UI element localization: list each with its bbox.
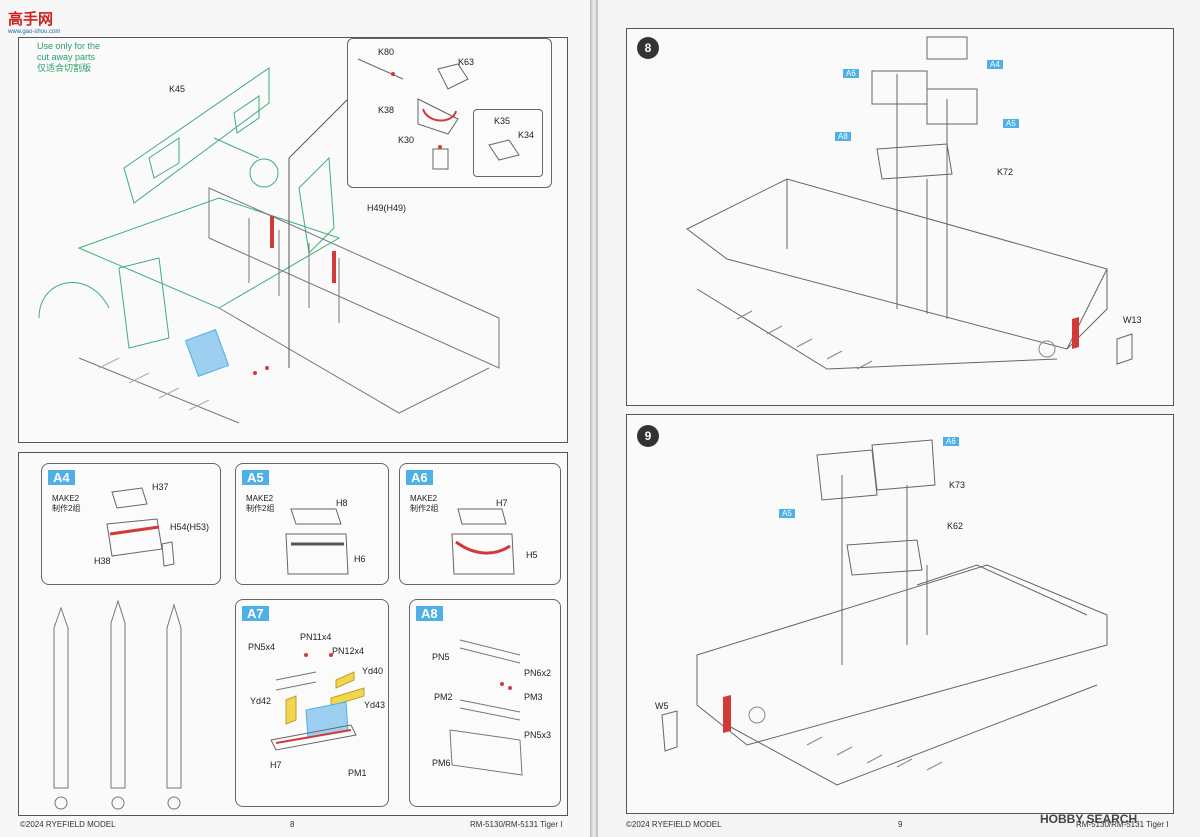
detail-callout-k30: K80 K63 K38 K30 K35 K34 [347,38,552,188]
detail-k35-drawing [488,139,520,161]
a4-part-h37: H37 [152,482,169,492]
site-logo-url: www.gao-shou.com [8,29,61,35]
step-8-tag-a8: A8 [835,132,851,141]
a8-drawing [449,639,523,776]
a7-part-yd42: Yd42 [250,696,272,706]
step-9-number: 9 [637,425,659,447]
note-line-1: Use only for the [37,41,101,51]
subassembly-frame: A4 MAKE2 制作2组 H37 H54(H53) H38 A5 MAKE2 … [18,452,568,816]
a7-part-h7: H7 [270,760,282,770]
detail-callout-k35: K35 K34 [473,109,543,177]
label-k80: K80 [378,47,395,57]
detail-k30-drawing [357,58,469,170]
cutaway-hull-drawing [38,67,500,424]
a4-make: MAKE2 [52,494,80,503]
a8-part-pn6: PN6x2 [524,668,552,678]
label-k34: K34 [518,130,535,140]
right-footer-page-number: 9 [898,820,903,829]
a8-part-pm6: PM6 [432,758,451,768]
a6-drawing [451,508,515,575]
a5-make-cn: 制作2组 [246,504,275,513]
a5-drawing [285,508,349,575]
left-footer-page-number: 8 [290,820,295,829]
a8-part-pn5: PN5 [432,652,450,662]
note-line-3: 仅适合切割版 [37,63,92,73]
a7-part-pm1: PM1 [348,768,367,778]
a5-make-note: MAKE2 制作2组 [246,494,274,514]
a6-part-h5: H5 [526,550,538,560]
subassembly-a4: A4 MAKE2 制作2组 H37 H54(H53) H38 [41,463,221,585]
a4-make-cn: 制作2组 [52,504,81,513]
a6-make-cn: 制作2组 [410,504,439,513]
a6-title: A6 [406,470,433,485]
a4-part-h54: H54(H53) [170,522,210,532]
a6-make: MAKE2 [410,494,438,503]
a7-part-yd43: Yd43 [364,700,386,710]
a6-part-h7: H7 [496,498,508,508]
right-manual-page: 8 A4 A6 A5 A8 K72 W13 9 [598,0,1200,837]
step-8-number: 8 [637,37,659,59]
label-h49: H49(H49) [367,203,407,213]
site-logo-text: 高手网 [8,11,54,28]
subassembly-a7: A7 PN5x4 PN11x4 PN12x4 Yd40 Yd42 Yd43 H7… [235,599,389,807]
label-k30: K30 [398,135,415,145]
subassembly-a8: A8 PN5 PN6x2 PM2 PM3 PN5x3 PM6 [409,599,561,807]
step-9-label-k73: K73 [949,480,966,490]
step-9-drawing [661,439,1108,786]
a5-title: A5 [242,470,269,485]
label-k35: K35 [494,116,511,126]
subassembly-a6: A6 MAKE2 制作2组 H7 H5 [399,463,561,585]
note-line-2: cut away parts [37,52,96,62]
step-8-tag-a5: A5 [1003,119,1019,128]
step-8-label-w13: W13 [1123,315,1142,325]
right-footer-copyright: ©2024 RYEFIELD MODEL [626,820,722,829]
label-k38: K38 [378,105,395,115]
hobby-search-watermark: HOBBY SEARCH [1040,812,1138,826]
a7-title: A7 [242,606,269,621]
a7-part-yd40: Yd40 [362,666,384,676]
a5-make: MAKE2 [246,494,274,503]
step-9-frame: 9 A6 A5 K73 K62 W5 [626,414,1174,814]
a4-part-h38: H38 [94,556,111,566]
step-8-frame: 8 A4 A6 A5 A8 K72 W13 [626,28,1174,406]
a8-part-pm3: PM3 [524,692,543,702]
a7-part-pn12: PN12x4 [332,646,365,656]
step-9-tag-a6: A6 [943,437,959,446]
a4-make-note: MAKE2 制作2组 [52,494,80,514]
a7-part-pn11: PN11x4 [300,632,332,642]
right-footer-model: RM-5130/RM-5131 Tiger I [1076,820,1169,829]
a5-part-h6: H6 [354,554,366,564]
step-8-tag-a6: A6 [843,69,859,78]
step-9-label-k62: K62 [947,521,964,531]
a8-part-pm2: PM2 [434,692,453,702]
a4-drawing [106,487,175,567]
a8-title: A8 [416,606,443,621]
book-gutter [590,0,598,837]
step-8-drawing [686,36,1133,370]
a7-drawing [270,653,365,751]
left-footer-copyright: ©2024 RYEFIELD MODEL [20,820,116,829]
a6-make-note: MAKE2 制作2组 [410,494,438,514]
shell-profiles-drawing [53,599,182,810]
a7-part-pn5: PN5x4 [248,642,276,652]
cutaway-diagram-frame: Use only for the cut away parts 仅适合切割版 [18,37,568,443]
label-k45: K45 [169,84,186,94]
subassembly-a5: A5 MAKE2 制作2组 H8 H6 [235,463,389,585]
a4-title: A4 [48,470,75,485]
left-manual-page: 高手网 www.gao-shou.com Use only for the cu… [0,0,590,837]
left-footer-model: RM-5130/RM-5131 Tiger I [470,820,563,829]
a5-part-h8: H8 [336,498,348,508]
label-k63: K63 [458,57,475,67]
step-9-label-w5: W5 [655,701,669,711]
step-8-label-k72: K72 [997,167,1014,177]
step-8-tag-a4: A4 [987,60,1003,69]
step-9-tag-a5: A5 [779,509,795,518]
site-logo: 高手网 www.gao-shou.com [8,8,60,35]
cutaway-note: Use only for the cut away parts 仅适合切割版 [37,41,100,74]
a8-part-pn5x3: PN5x3 [524,730,552,740]
